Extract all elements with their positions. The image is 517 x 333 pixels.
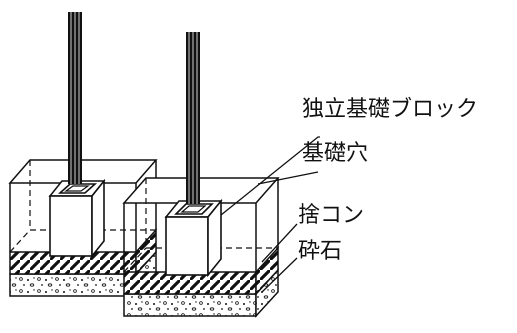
right-gravel-front [123,293,257,317]
right-pit-hidden-diag [123,247,147,273]
left-foundation-unit [8,12,158,298]
right-foundation-unit [122,32,280,318]
label-leveling-concrete: 捨コン [298,203,364,228]
left-block-front [49,195,93,257]
right-block-side [207,198,222,278]
leader-foundation-block [220,136,320,216]
left-pit-hidden-diag [9,229,31,253]
left-gravel-front [9,273,137,297]
label-crushed-stone: 砕石 [298,239,342,264]
left-block-hole-inner [64,185,90,192]
left-post-rods [68,12,82,184]
right-block-front [165,216,209,276]
leader-foundation-pit [257,171,319,185]
right-pit-top [122,177,280,204]
label-foundation-block: 独立基礎ブロック [302,97,478,122]
right-block-hole-inner [180,205,207,213]
leader-lines [220,136,320,293]
leader-leveling-concrete [261,223,298,263]
label-foundation-pit: 基礎穴 [302,141,368,166]
left-pit-top [8,159,158,184]
left-block-side [91,178,105,259]
leader-crushed-stone [261,257,298,293]
right-post-rods [186,32,200,204]
